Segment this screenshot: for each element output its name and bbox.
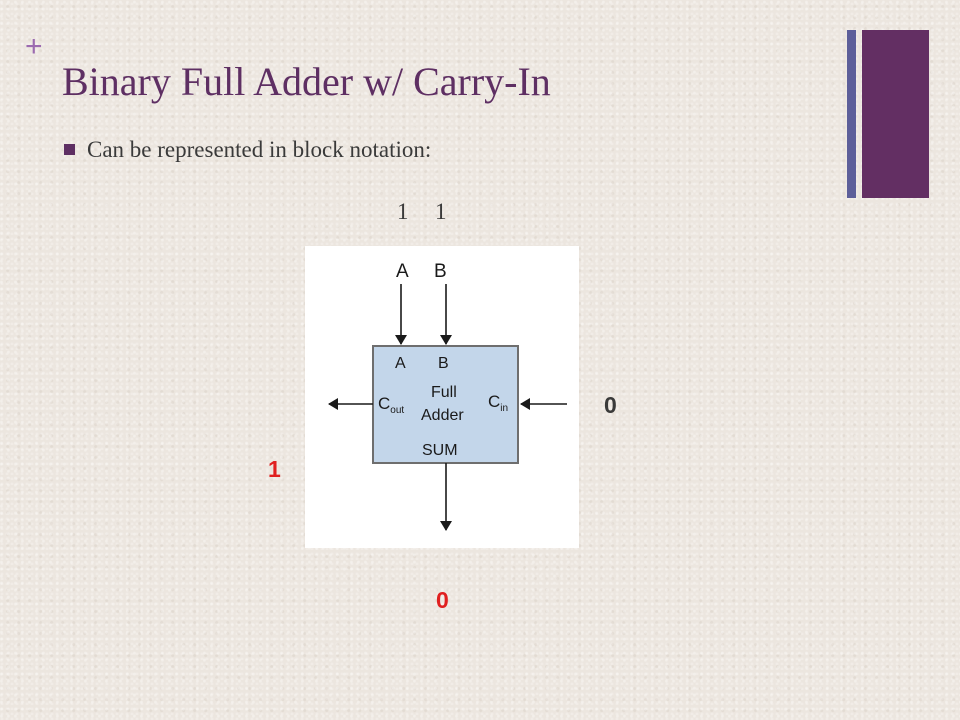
slide-title: Binary Full Adder w/ Carry-In [62,59,551,104]
adder-block [372,345,519,464]
plus-marker: + [25,30,43,63]
bullet-text: Can be represented in block notation: [87,137,432,162]
value-carry-out: 1 [268,456,281,482]
bullet-item: Can be represented in block notation: [64,138,431,161]
port-b-label: B [438,355,449,372]
cout-label: Cout [378,394,404,416]
adder-name-line1: Full [431,384,457,401]
full-adder-diagram: A B A B Full Adder Cout Cin SUM [305,246,579,548]
full-adder-svg: A B A B Full Adder Cout Cin SUM [328,261,567,531]
decorative-bar-thin [847,30,856,198]
value-sum: 0 [436,587,449,613]
value-b: 1 [435,199,447,224]
input-a-label: A [396,261,409,282]
value-a: 1 [397,199,409,224]
sum-label: SUM [422,442,458,459]
cin-label: Cin [488,392,508,414]
value-carry-in: 0 [604,392,617,418]
port-a-label: A [395,355,406,372]
adder-name-line2: Adder [421,407,464,424]
decorative-bar-thick [862,30,929,198]
input-b-label: B [434,261,447,282]
bullet-square-icon [64,144,75,155]
